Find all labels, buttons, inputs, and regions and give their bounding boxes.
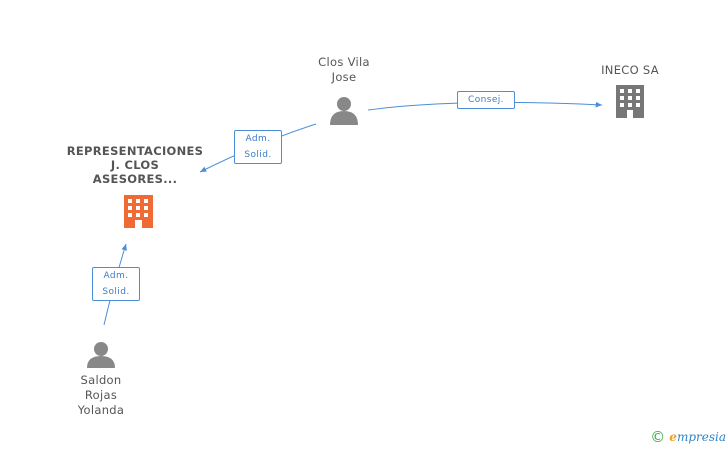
brand-logo: empresia <box>669 430 726 444</box>
node-label-clos-vila-jose[interactable]: Clos Vila Jose <box>318 55 370 84</box>
person-icon[interactable] <box>330 97 358 125</box>
building-icon[interactable] <box>124 195 153 228</box>
node-label-representaciones[interactable]: REPRESENTACIONES J. CLOS ASESORES... <box>66 144 204 186</box>
edge-label-adm-solid-2: Adm. Solid. <box>92 267 140 301</box>
person-icon[interactable] <box>87 342 115 368</box>
edge-label-consej: Consej. <box>457 91 515 109</box>
edge-label-adm-solid-1: Adm. Solid. <box>234 130 282 164</box>
brand-footer: © empresia <box>650 428 726 446</box>
node-label-saldon-rojas-yolanda[interactable]: Saldon Rojas Yolanda <box>77 373 125 417</box>
copyright-icon: © <box>650 428 666 446</box>
node-label-ineco-sa[interactable]: INECO SA <box>601 63 659 77</box>
building-icon[interactable] <box>616 85 644 118</box>
